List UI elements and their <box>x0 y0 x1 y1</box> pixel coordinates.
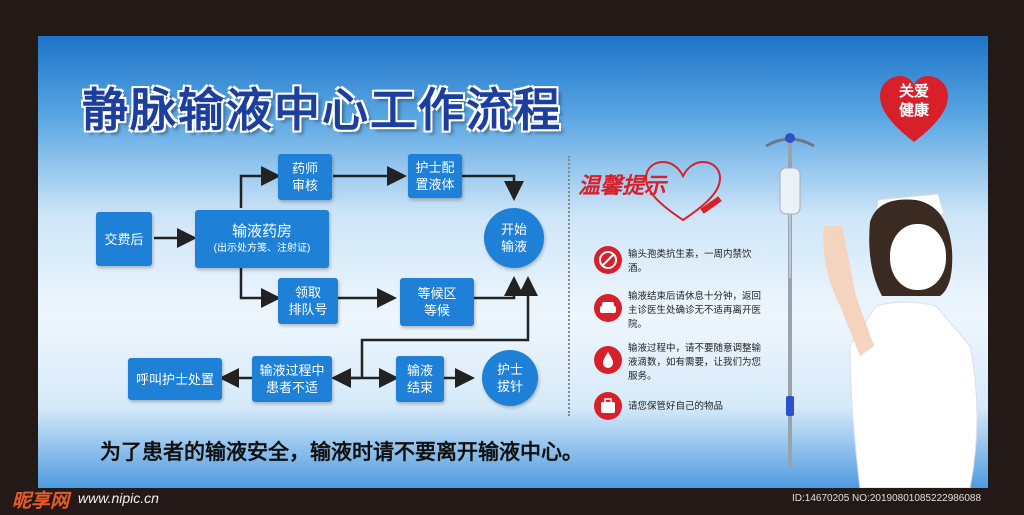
step-discomfort: 输液过程中 患者不适 <box>252 356 332 402</box>
page-title: 静脉输液中心工作流程 <box>82 83 562 137</box>
tips-title: 温馨提示 <box>578 173 667 199</box>
watermark-brand: 昵享网 <box>12 491 70 512</box>
step-wait-l2: 等候 <box>423 303 450 318</box>
divider <box>568 156 570 416</box>
step-remove-l1: 护士 <box>496 362 523 377</box>
step-review-l1: 药师 <box>291 161 318 176</box>
step-review-l2: 审核 <box>291 178 318 193</box>
step-start-l2: 输液 <box>500 239 527 254</box>
safety-slogan: 为了患者的输液安全，输液时请不要离开输液中心。 <box>100 441 583 464</box>
step-queue: 领取 排队号 <box>278 278 338 324</box>
iv-stand-icon <box>765 133 815 468</box>
luggage-icon <box>594 392 622 420</box>
step-finish-l1: 输液 <box>406 363 433 378</box>
poster-board: 静脉输液中心工作流程 关爱 健康 交费后 输 <box>38 36 988 488</box>
badge-line1: 关爱 <box>898 83 929 100</box>
step-start-l1: 开始 <box>500 222 527 237</box>
step-start: 开始 输液 <box>484 208 544 268</box>
step-pharmacy: 输液药房 (出示处方笺、注射证) <box>195 210 329 268</box>
step-finish: 输液 结束 <box>396 356 444 402</box>
step-remove-l2: 拔针 <box>496 379 523 394</box>
care-badge: 关爱 健康 <box>878 82 950 120</box>
step-pay: 交费后 <box>96 212 152 266</box>
tip-2: 输液结束后请休息十分钟，返回主诊医生处确诊无不适再离开医院。 <box>628 291 762 330</box>
step-wait-l1: 等候区 <box>417 286 457 301</box>
rest-icon <box>594 294 622 322</box>
step-pay-label: 交费后 <box>104 231 144 247</box>
step-pharmacy-sub: (出示处方笺、注射证) <box>213 243 311 254</box>
nurse-face <box>890 224 946 290</box>
step-wait: 等候区 等候 <box>400 278 474 326</box>
step-prepare-l2: 置液体 <box>415 177 455 192</box>
badge-line2: 健康 <box>898 102 929 119</box>
step-finish-l2: 结束 <box>406 380 433 395</box>
heart-icon <box>880 76 948 142</box>
drip-adjust-icon <box>594 346 622 374</box>
step-pharmacy-label: 输液药房 <box>231 223 292 240</box>
step-queue-l1: 领取 <box>294 285 321 300</box>
step-review: 药师 审核 <box>278 154 332 200</box>
watermark-url: www.nipic.cn <box>78 490 159 506</box>
step-discomfort-l2: 患者不适 <box>265 380 318 395</box>
tip-1: 输头孢类抗生素，一周内禁饮酒。 <box>628 249 752 274</box>
tip-4: 请您保管好自己的物品 <box>628 401 724 412</box>
no-drinking-icon <box>594 246 622 274</box>
step-call-nurse: 呼叫护士处置 <box>128 358 222 400</box>
step-discomfort-l1: 输液过程中 <box>259 363 325 378</box>
step-queue-l2: 排队号 <box>288 302 328 317</box>
watermark-id: ID:14670205 NO:20190801085222986088 <box>792 493 982 504</box>
step-prepare: 护士配 置液体 <box>408 154 462 198</box>
flow-arrows <box>154 166 538 388</box>
heart-outline-icon <box>644 160 722 222</box>
tip-3: 输液过程中，请不要随意调整输液滴数，如有需要，让我们为您服务。 <box>628 343 762 382</box>
step-prepare-l1: 护士配 <box>415 160 455 175</box>
step-remove-needle: 护士 拔针 <box>482 350 538 406</box>
watermark-bar <box>0 488 1024 515</box>
step-call-label: 呼叫护士处置 <box>135 371 214 387</box>
